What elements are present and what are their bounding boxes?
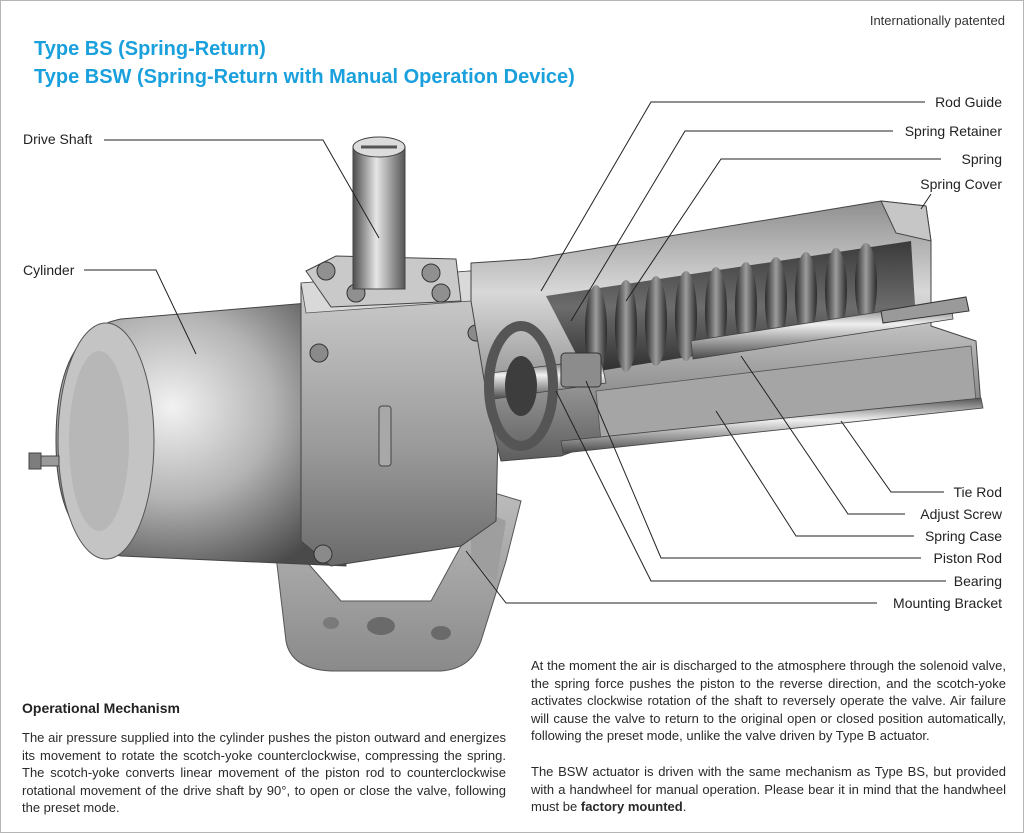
page-title: Type BS (Spring-Return) Type BSW (Spring… xyxy=(34,35,575,91)
housing-part xyxy=(300,270,502,567)
label-adjust-screw: Adjust Screw xyxy=(920,506,1002,522)
label-tie-rod: Tie Rod xyxy=(953,484,1002,500)
label-spring: Spring xyxy=(961,151,1002,167)
label-spring-cover: Spring Cover xyxy=(920,176,1002,192)
mechanism-paragraph-3: The BSW actuator is driven with the same… xyxy=(531,763,1006,816)
spring-coils-part xyxy=(585,243,877,377)
label-drive-shaft: Drive Shaft xyxy=(23,131,93,147)
factory-mounted-emphasis: factory mounted xyxy=(580,799,683,815)
mechanism-paragraph-1: The air pressure supplied into the cylin… xyxy=(22,730,506,816)
mechanism-paragraph-2: At the moment the air is discharged to t… xyxy=(531,658,1006,744)
title-line-bs: Type BS (Spring-Return) xyxy=(34,38,266,60)
label-spring-retainer: Spring Retainer xyxy=(904,123,1002,139)
section-heading: Operational Mechanism xyxy=(22,700,180,716)
label-mounting-bracket: Mounting Bracket xyxy=(893,595,1002,611)
spring-case-part xyxy=(470,200,982,462)
paragraph-3-end: . xyxy=(682,799,687,815)
drive-shaft-part xyxy=(352,136,406,290)
bearing-part xyxy=(484,321,558,451)
label-piston-rod: Piston Rod xyxy=(933,550,1002,566)
title-line-bsw: Type BSW (Spring-Return with Manual Oper… xyxy=(34,66,575,88)
label-rod-guide: Rod Guide xyxy=(935,94,1002,110)
paragraph-3-text: The BSW actuator is driven with the same… xyxy=(531,764,1006,815)
label-bearing: Bearing xyxy=(953,573,1002,589)
label-cylinder: Cylinder xyxy=(23,262,75,278)
patent-note: Internationally patented xyxy=(869,13,1005,28)
leader-lines xyxy=(84,101,946,604)
cylinder-part xyxy=(28,300,347,567)
label-spring-case: Spring Case xyxy=(924,528,1002,544)
